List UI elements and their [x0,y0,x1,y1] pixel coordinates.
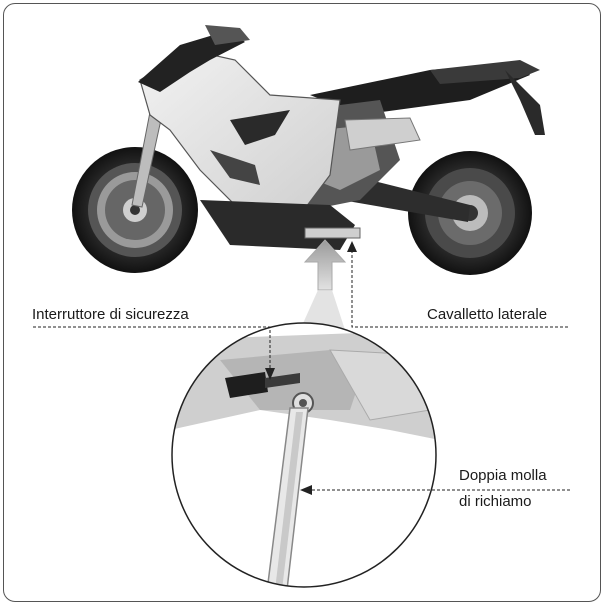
leader-side-stand [351,250,570,328]
arrow-side-stand [347,241,357,252]
label-safety-switch: Interruttore di sicurezza [32,306,189,323]
leader-safety-switch [33,326,271,370]
label-double-spring-line2: di richiamo [459,493,532,510]
detail-zoom [172,323,436,587]
arrow-spring [300,485,312,495]
arrow-safety-switch [265,368,275,380]
label-side-stand: Cavalletto laterale [427,306,548,323]
rear-wheel [408,151,532,275]
label-double-spring-line1: Doppia molla [459,467,547,484]
front-wheel [72,147,198,273]
